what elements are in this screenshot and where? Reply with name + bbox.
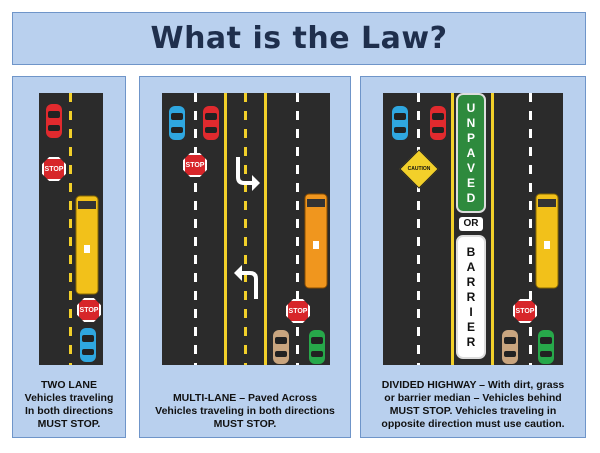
stop-sign: STOP: [42, 157, 66, 181]
school-bus: [75, 195, 99, 295]
median-barrier-label: BARRIER: [464, 244, 478, 350]
road-multi-lane: STOP STOP: [162, 93, 330, 365]
car-red: [46, 104, 62, 138]
car-blue: [169, 106, 185, 140]
lane-line: [296, 93, 299, 365]
center-line: [69, 93, 72, 365]
car-tan: [273, 330, 289, 364]
caution-sign: CAUTION: [399, 149, 439, 189]
turn-arrow-icon: [234, 265, 258, 299]
median-barrier: BARRIER: [456, 235, 486, 359]
car-green: [309, 330, 325, 364]
caption-multi-lane: MULTI-LANE – Paved Across Vehicles trave…: [155, 392, 335, 430]
median-unpaved-label: UNPAVED: [464, 100, 478, 206]
center-line: [244, 93, 247, 365]
lane-line: [194, 93, 197, 365]
caption-divided-highway: DIVIDED HIGHWAY – With dirt, grass or ba…: [381, 379, 565, 430]
median: UNPAVED OR BARRIER: [456, 93, 486, 359]
bus-stop-arm: STOP: [513, 299, 537, 323]
edge-line: [264, 93, 267, 365]
road-two-lane: STOP STOP: [39, 93, 103, 365]
edge-line: [491, 93, 494, 365]
median-unpaved: UNPAVED: [456, 93, 486, 213]
car-red: [203, 106, 219, 140]
road-divided-highway: CAUTION UNPAVED OR BARRIER STOP: [383, 93, 563, 365]
title-banner: What is the Law?: [12, 12, 586, 65]
page-title: What is the Law?: [150, 21, 448, 56]
car-tan: [502, 330, 518, 364]
school-bus: [535, 193, 559, 289]
car-blue: [80, 328, 96, 362]
stop-sign: STOP: [183, 153, 207, 177]
car-red: [430, 106, 446, 140]
lane-line: [417, 93, 420, 365]
car-blue: [392, 106, 408, 140]
caption-two-lane: TWO LANE Vehicles traveling In both dire…: [24, 379, 114, 430]
bus-stop-arm: STOP: [77, 298, 101, 322]
median-or: OR: [459, 217, 483, 231]
panel-divided-highway: CAUTION UNPAVED OR BARRIER STOP DIVIDED …: [360, 76, 586, 438]
panel-two-lane: STOP STOP TWO LANE Vehicles traveling In…: [12, 76, 126, 438]
lane-line: [529, 93, 532, 365]
edge-line: [224, 93, 227, 365]
edge-line: [451, 93, 454, 365]
school-bus: [304, 193, 328, 289]
turn-arrow-icon: [236, 157, 260, 191]
panel-multi-lane: STOP STOP MULTI-LANE – Paved Across Vehi…: [139, 76, 351, 438]
bus-stop-arm: STOP: [286, 299, 310, 323]
car-green: [538, 330, 554, 364]
